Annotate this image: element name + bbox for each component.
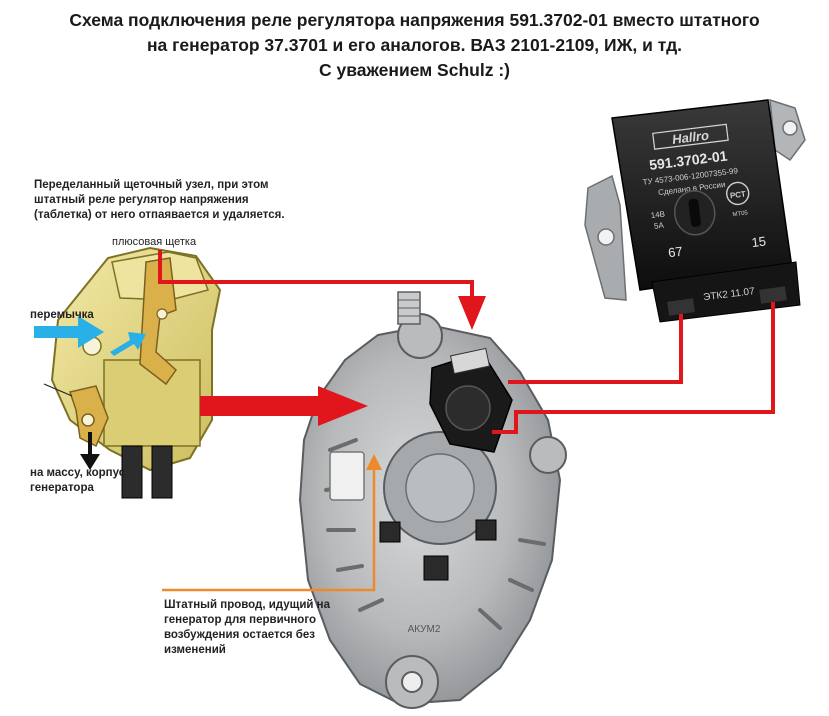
cert-mark — [725, 181, 750, 206]
alternator-marking: АКУМ2 — [408, 624, 441, 635]
terminal-block-lower — [423, 555, 449, 581]
jumper-arrow — [34, 316, 104, 348]
regulator-rating-v: 14В — [650, 209, 665, 220]
cert-code: МТ05 — [732, 210, 749, 218]
brush-note-line-3: (таблетка) от него отпаявается и удаляет… — [34, 209, 285, 221]
alternator: АКУМ2 — [298, 291, 567, 709]
alternator-bottom-ear-hole — [401, 671, 423, 693]
title-line-1: Схема подключения реле регулятора напряж… — [69, 10, 760, 30]
brush-note-line-2: штатный реле регулятор напряжения — [34, 194, 249, 206]
brush-plus — [121, 445, 143, 499]
alternator-right-ear — [529, 436, 567, 474]
plate-hole-left — [597, 228, 615, 246]
terminal-label-67: 67 — [667, 244, 683, 261]
terminal-slot-67 — [667, 298, 695, 316]
terminal-label-15: 15 — [751, 233, 767, 250]
title-line-3: С уважением Schulz :) — [319, 60, 510, 80]
brush-note-leader — [43, 383, 73, 397]
ground-arrow — [80, 432, 100, 470]
brush-unit-note: Переделанный щеточный узел, при этом шта… — [34, 178, 285, 223]
stock-wire-line-4: изменений — [164, 644, 226, 656]
regulator-brand: Hallro — [671, 128, 709, 147]
wire-terminal-15 — [492, 302, 775, 434]
ground-screw-hole — [81, 413, 95, 427]
plate-hole-right — [782, 120, 798, 136]
stock-wire-indicator — [162, 454, 382, 592]
title-line-2: на генератор 37.3701 и его аналогов. ВАЗ… — [146, 35, 683, 55]
stock-wire-pointer — [162, 464, 376, 592]
stock-wire-line-2: генератор для первичного — [164, 614, 316, 626]
regulator-rating-a: 5А — [654, 221, 665, 231]
brush-unit — [50, 246, 222, 499]
contact-rivet — [156, 308, 168, 320]
jumper-arrows — [34, 316, 146, 356]
jumper-label: перемычка — [30, 309, 94, 321]
bearing-cover-inner — [405, 453, 475, 523]
brush-note-line-1: Переделанный щеточный узел, при этом — [34, 179, 269, 191]
jumper-contact-arrow — [110, 332, 146, 356]
excitation-connector — [329, 451, 365, 501]
cert-text: РСТ — [730, 189, 747, 200]
red-wires — [158, 250, 775, 434]
ground-note-line-1: на массу, корпус — [30, 467, 126, 479]
brand-badge — [652, 123, 729, 150]
wire-terminal-67 — [508, 314, 683, 384]
diagram-title: Схема подключения реле регулятора напряж… — [0, 8, 829, 83]
plus-contact-strip — [139, 257, 177, 386]
brush-ground — [151, 445, 173, 499]
stock-wire-arrowhead — [366, 454, 382, 470]
ground-indicators — [43, 383, 100, 470]
wire-plus-brush — [158, 250, 474, 300]
ground-note-line-2: генератора — [30, 482, 94, 494]
brush-holder-cap — [449, 347, 491, 375]
terminal-slot-15 — [759, 286, 787, 304]
brush-unit-body — [103, 359, 201, 447]
arrow-to-alternator — [200, 386, 368, 426]
stock-wire-note: Штатный провод, идущий на генератор для … — [164, 598, 330, 658]
brush-holder-disc — [445, 385, 491, 431]
stock-wire-line-1: Штатный провод, идущий на — [164, 599, 331, 611]
ground-note: на массу, корпус генератора — [30, 466, 125, 496]
terminal-block-right — [475, 519, 497, 541]
plus-brush-label: плюсовая щетка — [112, 236, 197, 248]
terminal-block-left — [379, 521, 401, 543]
stock-wire-line-3: возбуждения остается без — [164, 629, 316, 641]
regulator-boss-slot — [688, 198, 701, 227]
voltage-regulator: Hallro 591.3702-01 ТУ 4573-006-12007355-… — [584, 98, 806, 323]
arrow-plus-brush — [458, 296, 486, 330]
